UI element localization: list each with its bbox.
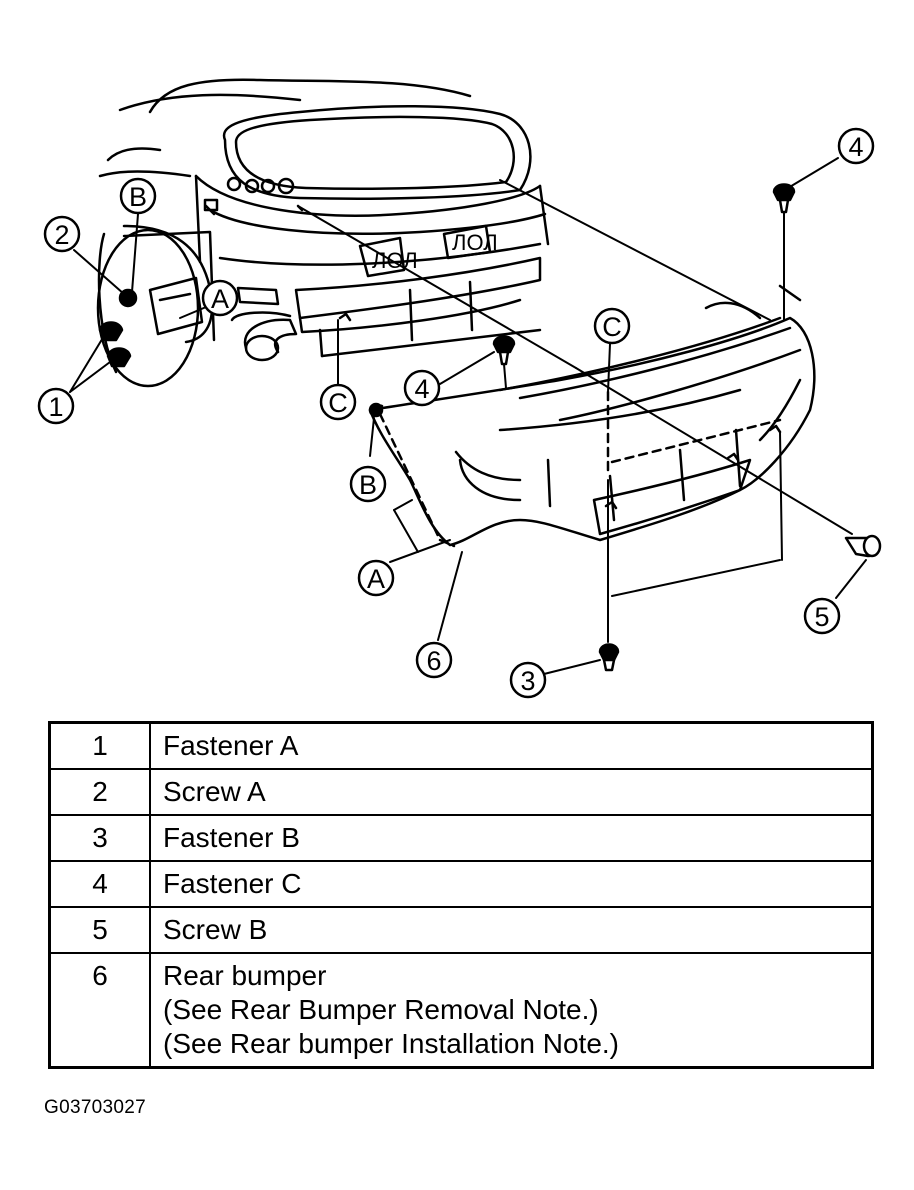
callout-b-bumper-label: B (359, 470, 377, 500)
callout-3-label: 3 (520, 666, 535, 696)
table-row: 3 Fastener B (48, 814, 874, 862)
part-description-line: Fastener B (163, 822, 300, 853)
callout-c-bumper: C (593, 307, 631, 345)
table-row: 6 Rear bumper (See Rear Bumper Removal N… (48, 952, 874, 1069)
exploded-view-diagram: ЛОЛ ЛОЛ (37, 78, 882, 699)
callout-4-mid-label: 4 (414, 374, 429, 404)
callout-2-label: 2 (54, 220, 69, 250)
callout-c-body: C (319, 383, 357, 421)
part-description-line: Fastener A (163, 730, 299, 761)
part-description: Screw B (149, 906, 874, 954)
callout-2: 2 (43, 215, 81, 253)
fastener-icons (98, 183, 882, 672)
part-description-line: (See Rear Bumper Removal Note.) (163, 994, 599, 1025)
callout-c-bumper-label: C (602, 312, 622, 342)
part-description-line: Screw B (163, 914, 268, 945)
part-description: Fastener C (149, 860, 874, 908)
callout-b-top: B (119, 177, 157, 215)
table-row: 4 Fastener C (48, 860, 874, 908)
callout-1-label: 1 (48, 392, 63, 422)
callout-a-body-label: A (211, 284, 229, 314)
callout-4-mid: 4 (403, 369, 441, 407)
callout-1: 1 (37, 387, 75, 425)
vehicle-body: ЛОЛ ЛОЛ (96, 78, 550, 388)
callout-5: 5 (803, 597, 841, 635)
part-description-line: Rear bumper (163, 960, 327, 991)
part-description: Fastener B (149, 814, 874, 862)
callout-a-bumper-label: A (367, 564, 385, 594)
callout-b-top-label: B (129, 182, 147, 212)
parts-table-body: 1 Fastener A 2 Screw A 3 Fastener B 4 Fa… (48, 721, 874, 1069)
callout-6-label: 6 (426, 646, 441, 676)
part-description-line: Screw A (163, 776, 266, 807)
part-number: 6 (48, 952, 151, 1069)
part-number: 1 (48, 721, 151, 770)
part-number: 4 (48, 860, 151, 908)
part-description: Screw A (149, 768, 874, 816)
part-description: Rear bumper (See Rear Bumper Removal Not… (149, 952, 874, 1069)
callout-a-body: A (201, 279, 239, 317)
rear-bumper-cover (368, 284, 816, 548)
callout-3: 3 (509, 661, 547, 699)
part-description-line: Fastener C (163, 868, 302, 899)
callout-a-bumper: A (357, 559, 395, 597)
table-row: 5 Screw B (48, 906, 874, 954)
part-number: 2 (48, 768, 151, 816)
part-description: Fastener A (149, 721, 874, 770)
parts-table: 1 Fastener A 2 Screw A 3 Fastener B 4 Fa… (48, 721, 874, 1069)
callout-5-label: 5 (814, 602, 829, 632)
table-row: 1 Fastener A (48, 721, 874, 770)
part-description-line: (See Rear bumper Installation Note.) (163, 1028, 619, 1059)
figure-id: G03703027 (44, 1097, 147, 1118)
svg-text:ЛОЛ: ЛОЛ (452, 230, 498, 255)
callout-b-bumper: B (349, 465, 387, 503)
callout-4-top: 4 (837, 127, 875, 165)
callout-4-top-label: 4 (848, 132, 863, 162)
part-number: 3 (48, 814, 151, 862)
callout-6: 6 (415, 641, 453, 679)
table-row: 2 Screw A (48, 768, 874, 816)
part-number: 5 (48, 906, 151, 954)
callout-c-body-label: C (328, 388, 348, 418)
